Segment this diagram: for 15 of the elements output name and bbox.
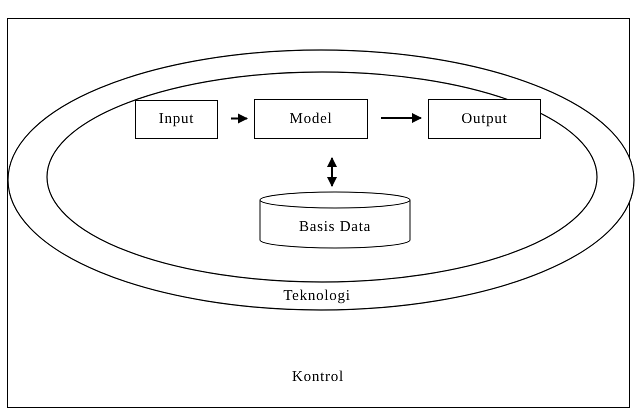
arrow (231, 114, 248, 124)
ellipse-ring (7, 49, 635, 311)
process-box (254, 99, 368, 139)
database-cylinder (259, 191, 411, 249)
box-label: Basis Data (298, 218, 372, 237)
process-box (135, 100, 218, 139)
box-label: Input (158, 110, 194, 130)
arrow (327, 157, 337, 187)
box-label: Output (461, 110, 508, 129)
region-label: Teknologi (282, 287, 352, 306)
box-label: Model (290, 110, 332, 129)
ellipse-ring (46, 71, 598, 283)
process-box (428, 99, 541, 139)
region-label: Kontrol (291, 368, 345, 387)
arrow (381, 113, 422, 123)
